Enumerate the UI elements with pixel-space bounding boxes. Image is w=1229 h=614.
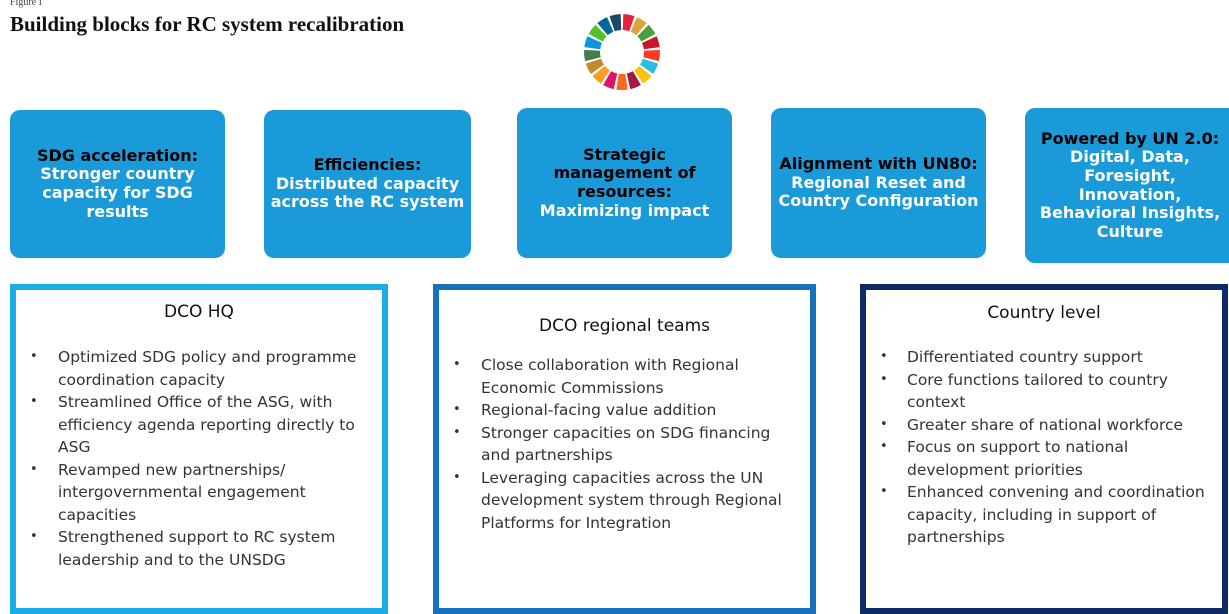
- figure-label: Figure I: [10, 0, 42, 8]
- block-heading: Powered by UN 2.0:: [1040, 128, 1220, 148]
- sdg-wheel-segment: [637, 24, 656, 42]
- building-block-alignment-un80: Alignment with UN80: Regional Reset and …: [771, 108, 986, 258]
- bullet-icon: •: [453, 469, 461, 485]
- sdg-wheel-segment: [597, 17, 614, 36]
- panel-title: DCO HQ: [164, 302, 234, 322]
- list-item-text: Differentiated country support: [907, 348, 1143, 366]
- bullet-icon: •: [880, 484, 888, 499]
- bullet-icon: •: [453, 357, 461, 372]
- sdg-wheel-segment: [626, 71, 641, 90]
- bullet-icon: •: [453, 402, 461, 417]
- sdg-wheel-segment: [642, 36, 660, 50]
- block-subtitle: Stronger country capacity for SDG result…: [40, 164, 195, 221]
- list-item-text: Optimized SDG policy and programme coord…: [58, 348, 357, 389]
- bullet-icon: •: [880, 349, 888, 364]
- panel-dco-regional-teams: DCO regional teams • Close collaboration …: [433, 284, 816, 614]
- list-item: • Core functions tailored to country cont…: [866, 369, 1222, 414]
- building-block-efficiencies: Efficiencies: Distributed capacity acros…: [264, 110, 471, 258]
- sdg-wheel-segment: [640, 58, 659, 74]
- bullet-icon: •: [30, 349, 38, 364]
- panel-title: DCO regional teams: [538, 316, 710, 336]
- bullet-list: • Close collaboration with Regional Econo…: [439, 354, 810, 534]
- panel-country-level: Country level • Differentiated country su…: [860, 284, 1228, 614]
- block-heading: SDG acceleration:: [36, 145, 199, 165]
- figure-title: Building blocks for RC system recalibrat…: [10, 12, 405, 36]
- list-item-text: Streamlined Office of the ASG, with effi…: [58, 393, 355, 456]
- sdg-wheel-segment: [643, 49, 660, 62]
- bullet-icon: •: [30, 529, 38, 544]
- sdg-wheel-segment: [616, 73, 628, 90]
- list-item-text: Regional-facing value addition: [481, 401, 717, 419]
- list-item-text: Focus on support to national development…: [907, 438, 1129, 479]
- bullet-icon: •: [880, 439, 888, 454]
- list-item: • Focus on support to national developmen…: [866, 436, 1222, 481]
- list-item: • Enhanced convening and coordination cap…: [866, 481, 1222, 549]
- list-item: • Leveraging capacities across the UN dev…: [439, 467, 810, 535]
- list-item: • Strengthened support to RC system leade…: [16, 526, 382, 571]
- sdg-wheel-segment: [584, 36, 602, 50]
- sdg-wheel-segment: [603, 71, 618, 90]
- list-item: • Optimized SDG policy and programme coor…: [16, 346, 382, 391]
- building-block-strategic-management: Strategic management of resources: Maxim…: [517, 108, 732, 258]
- list-item-text: Enhanced convening and coordination capa…: [907, 483, 1205, 546]
- bullet-icon: •: [30, 461, 38, 477]
- bullet-icon: •: [880, 416, 888, 432]
- bullet-icon: •: [30, 394, 38, 409]
- block-subtitle: Maximizing impact: [539, 200, 710, 220]
- sdg-wheel-segment: [592, 65, 610, 84]
- block-subtitle: Distributed capacity across the RC syste…: [270, 173, 465, 212]
- list-item: • Streamlined Office of the ASG, with eff…: [16, 391, 382, 459]
- sdg-wheel-segment: [585, 58, 604, 74]
- bullet-list: • Optimized SDG policy and programme coor…: [16, 346, 382, 571]
- sdg-wheel-segment: [588, 24, 607, 42]
- list-item-text: Revamped new partnerships/ intergovernme…: [58, 460, 306, 524]
- list-item: • Regional-facing value addition: [439, 399, 810, 422]
- list-item-text: Stronger capacities on SDG financing and…: [481, 423, 771, 465]
- bullet-icon: •: [453, 424, 461, 440]
- list-item: • Close collaboration with Regional Econo…: [439, 354, 810, 399]
- list-item-text: Greater share of national workforce: [907, 415, 1184, 434]
- sdg-wheel-segment: [609, 14, 622, 32]
- list-item-text: Leveraging capacities across the UN deve…: [481, 468, 782, 532]
- list-item-text: Strengthened support to RC system leader…: [58, 528, 336, 569]
- block-heading: Strategic management of resources:: [553, 144, 696, 201]
- block-subtitle: Regional Reset and Country Configuration: [778, 172, 979, 211]
- list-item: • Differentiated country support: [866, 346, 1222, 369]
- bullet-icon: •: [880, 371, 888, 387]
- sdg-wheel-segment: [584, 49, 601, 62]
- block-heading: Efficiencies:: [313, 155, 422, 175]
- bullet-list: • Differentiated country support • Core fu…: [866, 346, 1222, 549]
- list-item: • Greater share of national workforce: [866, 414, 1222, 437]
- panel-dco-hq: DCO HQ • Optimized SDG policy and program…: [10, 284, 388, 614]
- sdg-wheel-segment: [634, 65, 652, 84]
- list-item-text: Core functions tailored to country conte…: [907, 370, 1168, 412]
- building-block-sdg-acceleration: SDG acceleration: Stronger country capac…: [10, 110, 225, 258]
- block-heading: Alignment with UN80:: [779, 154, 978, 174]
- list-item: • Stronger capacities on SDG financing an…: [439, 422, 810, 467]
- list-item: • Revamped new partnerships/ intergovernm…: [16, 459, 382, 527]
- building-block-un-2-0: Powered by UN 2.0: Digital, Data, Foresi…: [1025, 108, 1229, 263]
- block-subtitle: Digital, Data, Foresight, Innovation, Be…: [1039, 147, 1221, 241]
- sdg-wheel-icon: [584, 14, 660, 90]
- sdg-wheel-segment: [630, 17, 647, 36]
- list-item-text: Close collaboration with Regional Econom…: [481, 356, 739, 397]
- sdg-wheel-segment: [622, 14, 635, 32]
- panel-title: Country level: [987, 303, 1101, 323]
